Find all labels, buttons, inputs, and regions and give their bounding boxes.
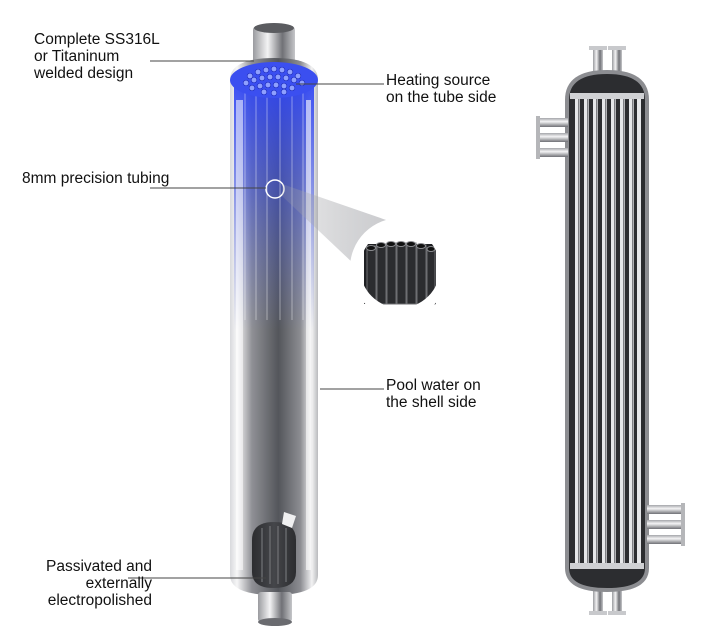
exchanger-3d-view — [230, 23, 450, 626]
zoom-frame — [350, 218, 450, 318]
side-port — [252, 522, 296, 588]
section-side-nozzle-bottom — [647, 503, 685, 546]
exchanger-section-view — [536, 46, 685, 615]
bottom-nozzle — [258, 592, 292, 622]
tube-bundle-glow — [234, 80, 314, 330]
section-tubes — [575, 99, 641, 563]
tubing-label: 8mm precision tubing — [22, 170, 170, 187]
top-nozzle — [253, 26, 295, 68]
pool-water-label: Pool water on the shell side — [386, 377, 481, 411]
finish-label: Passivated and externally electropolishe… — [46, 558, 152, 609]
zoom-tubes — [364, 241, 436, 305]
tube-sheet-holes — [242, 65, 306, 97]
heating-source-label: Heating source on the tube side — [386, 72, 497, 106]
callout-lines — [128, 60, 384, 579]
material-label: Complete SS316L or Titaninum welded desi… — [34, 31, 160, 82]
section-side-nozzle-top — [536, 116, 568, 159]
